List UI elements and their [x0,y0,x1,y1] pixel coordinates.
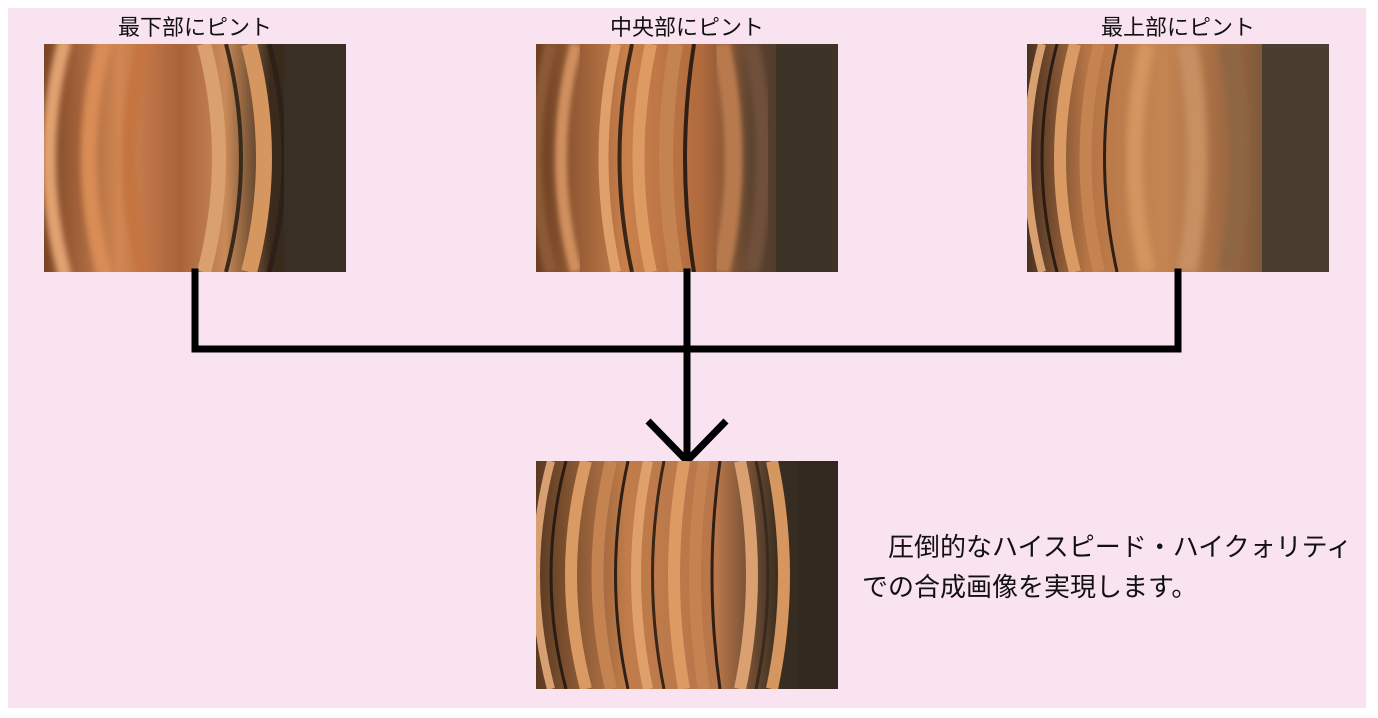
photo-top-focus [1027,44,1329,272]
label-bottom-focus: 最下部にピント [117,16,272,41]
label-top-focus: 最上部にピント [1100,16,1255,41]
photo-bottom-focus [44,44,346,272]
caption-line-2: での合成画像を実現します。 [862,573,1198,603]
label-middle-focus: 中央部にピント [609,16,764,41]
result-caption: 圧倒的なハイスピード・ハイクォリティ での合成画像を実現します。 [862,528,1352,608]
photo-middle-focus [536,44,838,272]
photo-composite [536,461,838,689]
caption-line-1: 圧倒的なハイスピード・ハイクォリティ [862,533,1353,563]
